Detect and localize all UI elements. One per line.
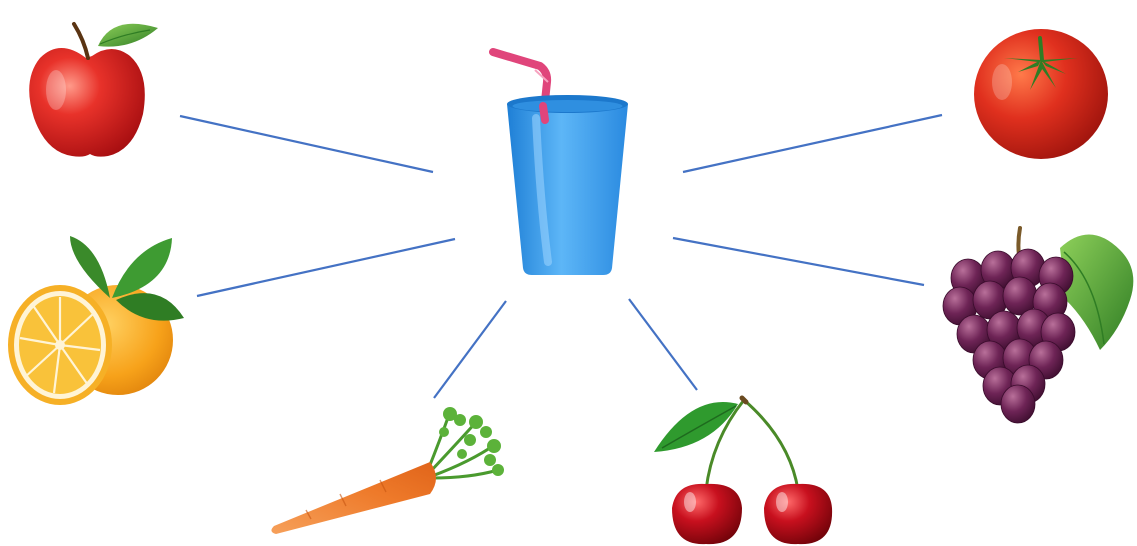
connector-line-grapes [673,238,924,285]
grapes-icon [943,228,1133,423]
carrot-icon [271,407,504,534]
grape-berry [1001,385,1035,423]
cherries-icon [654,398,832,544]
orange-icon [8,236,184,405]
connector-line-apple [180,116,433,172]
cup-with-straw-icon [493,52,628,275]
connector-line-cherries [629,299,697,390]
connector-line-carrot [434,301,506,398]
connector-line-orange [197,239,455,296]
tomato-icon [974,29,1108,159]
connector-line-tomato [683,115,942,172]
apple-icon [29,24,158,157]
